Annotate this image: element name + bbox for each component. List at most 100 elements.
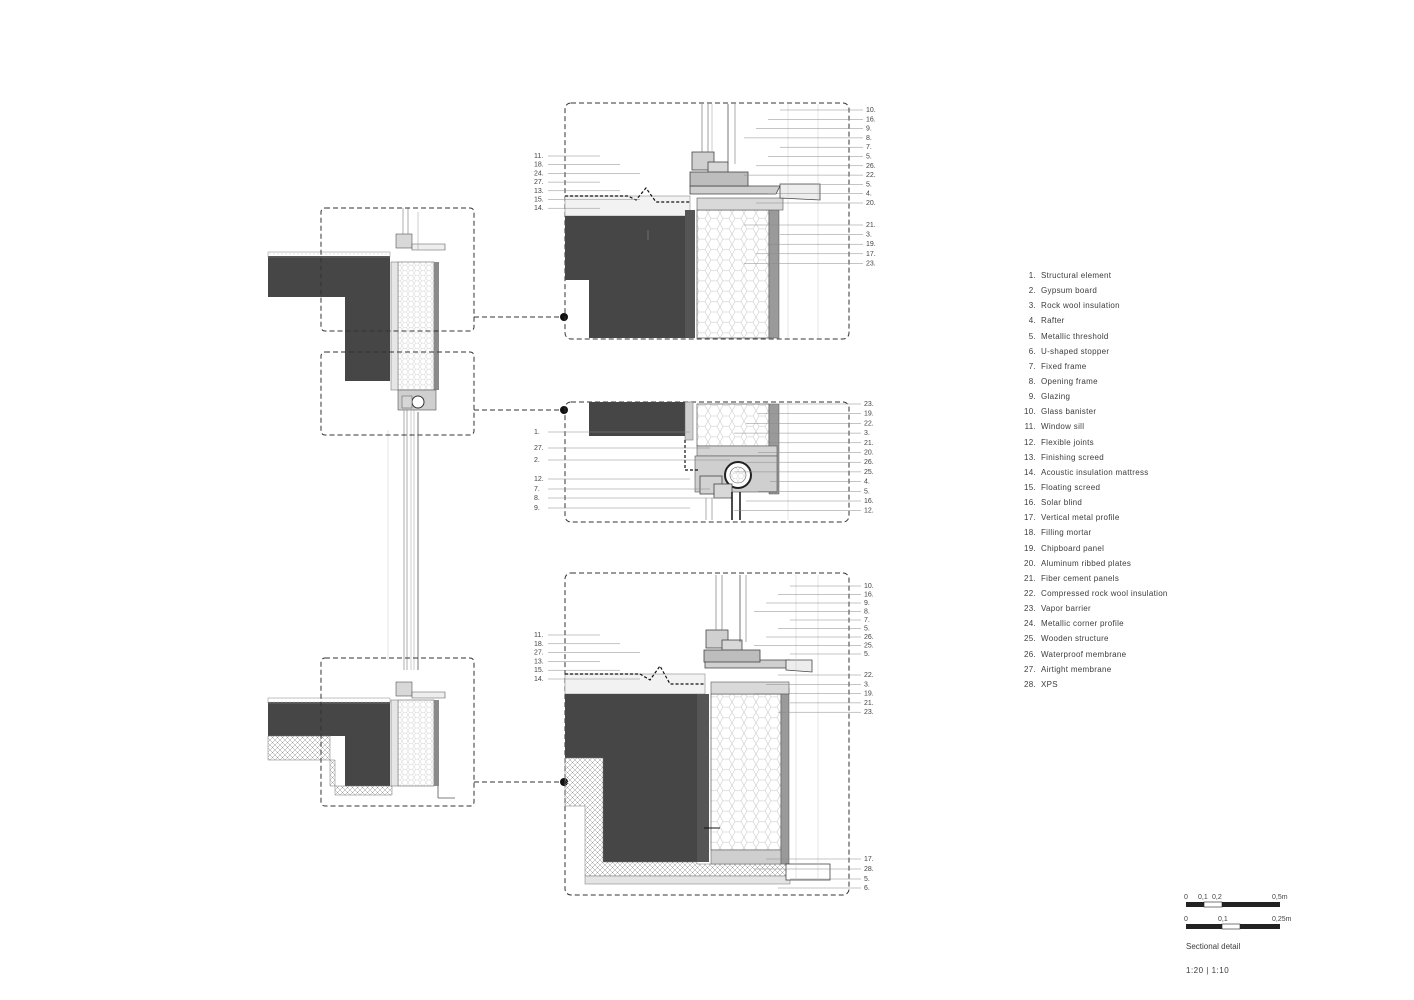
legend-item: 17.Vertical metal profile	[1022, 512, 1168, 527]
legend-item: 27.Airtight membrane	[1022, 664, 1168, 679]
legend-item-text: Glass banister	[1041, 407, 1097, 417]
legend-item: 26. Waterproof membrane	[1022, 649, 1168, 664]
tag-label-left: 15.	[534, 197, 544, 204]
legend-item-text: Waterproof membrane	[1041, 649, 1127, 659]
legend-item-number: 26.	[1023, 649, 1036, 659]
legend-item: 18.Filling mortar	[1022, 527, 1168, 542]
legend-item: 13.Finishing screed	[1022, 452, 1168, 467]
tag-label-right: 16.	[866, 116, 876, 123]
legend-item: 9.Glazing	[1022, 391, 1168, 406]
tag-label-right: 4.	[866, 191, 872, 198]
legend-item: 4. Rafter	[1022, 315, 1168, 330]
tag-label-right: 10.	[864, 583, 874, 590]
legend-item: 28.XPS	[1022, 679, 1168, 694]
scalebar-1-tick-0: 0	[1184, 894, 1188, 901]
tag-label-right: 8.	[864, 609, 870, 616]
legend-item-number: 7.	[1028, 361, 1036, 371]
tag-label-left: 8.	[534, 495, 540, 502]
legend-item-text: Metallic threshold	[1041, 331, 1109, 341]
tag-label-right: 25.	[864, 643, 874, 650]
legend-item-text: Window sill	[1041, 422, 1085, 432]
tag-label-right: 10.	[866, 107, 876, 114]
legend-item-text: Vertical metal profile	[1041, 513, 1120, 523]
tag-label-left: 7.	[534, 486, 540, 493]
tag-label-right: 20.	[864, 450, 874, 457]
drawing-caption: Sectional detail	[1186, 942, 1241, 951]
legend-item-text: XPS	[1041, 679, 1058, 689]
legend-item-number: 21.	[1023, 573, 1036, 583]
top-slab-beam	[345, 297, 390, 381]
tag-label-right: 23.	[864, 709, 874, 716]
scalebar-2-tick-0: 0	[1184, 916, 1188, 923]
legend-item: 3.Rock wool insulation	[1022, 300, 1168, 315]
legend-item-text: U-shaped stopper	[1041, 346, 1110, 356]
legend-item-number: 10.	[1023, 407, 1036, 417]
legend-item: 10. Glass banister	[1022, 406, 1168, 421]
callout-dot-top	[560, 313, 568, 321]
legend-item-number: 1.	[1028, 271, 1036, 280]
legend-item-text: Airtight membrane	[1041, 664, 1112, 674]
legend-item-text: Opening frame	[1041, 376, 1098, 386]
legend-item: 21.Fiber cement panels	[1022, 573, 1168, 588]
scalebar-1-tick-3: 0,5m	[1272, 894, 1288, 901]
tag-label-right: 17.	[864, 856, 874, 863]
legend-item: 19.Chipboard panel	[1022, 543, 1168, 558]
tag-label-left: 12.	[534, 476, 544, 483]
legend-item: 8. Opening frame	[1022, 376, 1168, 391]
tag-label-right: 5.	[864, 488, 870, 495]
legend-item: 20.Aluminum ribbed plates	[1022, 558, 1168, 573]
legend-item-number: 22.	[1023, 588, 1036, 598]
tag-label-left: 1.	[534, 429, 540, 436]
legend-item: 2.Gypsum board	[1022, 285, 1168, 300]
tag-label-right: 22.	[864, 420, 874, 427]
tag-label-right: 17.	[866, 251, 876, 258]
legend-item: 11.Window sill	[1022, 421, 1168, 436]
tag-label-right: 16.	[864, 592, 874, 599]
tag-label-right: 3.	[866, 232, 872, 239]
legend-item: 25.Wooden structure	[1022, 633, 1168, 648]
legend-item: 15.Floating screed	[1022, 482, 1168, 497]
legend-item: 23.Vapor barrier	[1022, 603, 1168, 618]
tag-label-right: 21.	[864, 440, 874, 447]
detail-tag-labels: 11.18.24.27.13.15.14.10.16.9.8.7.5.26.22…	[534, 107, 876, 892]
tag-label-right: 21.	[864, 700, 874, 707]
legend-item: 24. Metallic corner profile	[1022, 618, 1168, 633]
legend-item-text: Metallic corner profile	[1041, 619, 1124, 629]
tag-label-right: 8.	[866, 135, 872, 142]
legend-item-number: 9.	[1028, 392, 1036, 402]
scalebar-1-tick-2: 0,2	[1212, 894, 1222, 901]
drawing-scale: 1:20 | 1:10	[1186, 966, 1230, 975]
tag-label-right: 23.	[866, 260, 876, 267]
tag-label-right: 22.	[864, 672, 874, 679]
scalebar-2-tick-2: 0,25m	[1272, 916, 1292, 923]
legend-item-number: 12.	[1023, 437, 1036, 447]
tag-label-right: 19.	[864, 691, 874, 698]
legend-item-text: Rafter	[1041, 316, 1065, 326]
tag-label-right: 4.	[864, 479, 870, 486]
tag-label-left: 13.	[534, 658, 544, 665]
legend-item-number: 8.	[1028, 376, 1036, 386]
legend-item-text: Rock wool insulation	[1041, 301, 1120, 311]
tag-label-right: 26.	[866, 163, 876, 170]
legend-item: 1.Structural element	[1022, 270, 1168, 285]
legend-item-number: 2.	[1028, 286, 1036, 296]
detail-mid	[564, 401, 850, 523]
tag-label-left: 14.	[534, 676, 544, 683]
tag-label-right: 3.	[864, 681, 870, 688]
detail-bottom	[564, 572, 850, 896]
tag-label-left: 13.	[534, 188, 544, 195]
tag-label-left: 27.	[534, 650, 544, 657]
callout-box-top	[320, 207, 475, 332]
detail-mid-frame	[564, 401, 850, 523]
legend-item-number: 16.	[1023, 498, 1036, 508]
legend-item: 6.U-shaped stopper	[1022, 346, 1168, 361]
tag-label-right: 5.	[864, 651, 870, 658]
legend-item-number: 4.	[1028, 316, 1036, 326]
tag-label-right: 19.	[864, 411, 874, 418]
tag-label-right: 7.	[866, 144, 872, 151]
tag-label-right: 5.	[864, 626, 870, 633]
legend-item-number: 20.	[1023, 558, 1036, 568]
legend-item-number: 24.	[1023, 619, 1036, 629]
tag-label-left: 18.	[534, 641, 544, 648]
